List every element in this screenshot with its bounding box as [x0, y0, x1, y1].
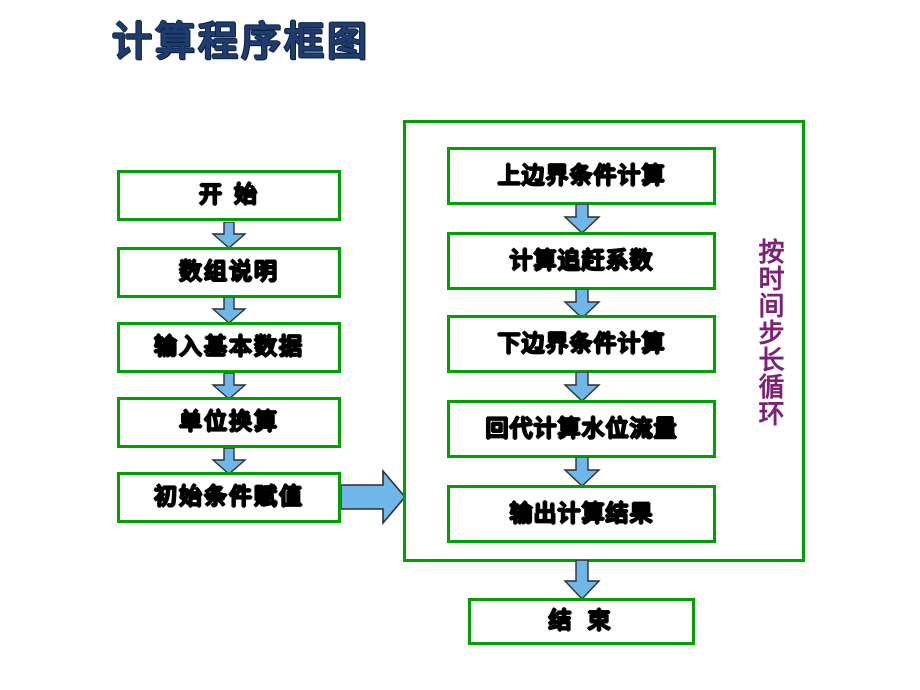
right-arrow-icon-1 — [341, 466, 407, 529]
down-arrow-icon-4 — [211, 448, 247, 475]
flow-box-chase-coef-label: 计算追赶系数 — [509, 247, 654, 274]
down-arrow-icon-9 — [563, 560, 601, 600]
flow-box-end-label: 结 束 — [548, 608, 615, 634]
flow-box-upper-bc[interactable]: 上边界条件计算 — [447, 147, 716, 205]
time-step-loop-container — [403, 120, 805, 562]
flow-box-array-decl[interactable]: 数组说明 — [117, 247, 341, 298]
down-arrow-icon-3 — [211, 373, 247, 400]
down-arrow-icon-8 — [563, 457, 601, 487]
flow-box-start-label: 开 始 — [198, 182, 259, 208]
flow-box-lower-bc[interactable]: 下边界条件计算 — [447, 315, 716, 373]
flow-box-unit-conv-label: 单位换算 — [179, 409, 279, 435]
flow-box-input-data-label: 输入基本数据 — [154, 334, 304, 360]
down-arrow-icon-7 — [563, 372, 601, 402]
flow-box-back-subst[interactable]: 回代计算水位流量 — [447, 400, 716, 458]
flow-box-input-data[interactable]: 输入基本数据 — [117, 322, 341, 373]
flow-box-chase-coef[interactable]: 计算追赶系数 — [447, 232, 716, 290]
flow-box-lower-bc-label: 下边界条件计算 — [497, 330, 666, 357]
loop-label: 按时间步长循环 — [754, 238, 784, 427]
flow-box-upper-bc-label: 上边界条件计算 — [497, 162, 666, 189]
page-title: 计算程序框图 — [112, 19, 370, 65]
flow-box-init-cond[interactable]: 初始条件赋值 — [117, 472, 341, 523]
flow-box-start[interactable]: 开 始 — [117, 170, 341, 221]
flow-box-array-decl-label: 数组说明 — [179, 259, 279, 285]
flow-box-output-label: 输出计算结果 — [509, 500, 654, 527]
flow-box-unit-conv[interactable]: 单位换算 — [117, 397, 341, 448]
flow-box-output[interactable]: 输出计算结果 — [447, 485, 716, 543]
down-arrow-icon-1 — [211, 222, 247, 249]
down-arrow-icon-2 — [211, 297, 247, 324]
down-arrow-icon-5 — [563, 204, 601, 234]
flow-box-back-subst-label: 回代计算水位流量 — [485, 415, 678, 442]
flow-box-end[interactable]: 结 束 — [468, 598, 695, 645]
down-arrow-icon-6 — [563, 289, 601, 319]
flow-box-init-cond-label: 初始条件赋值 — [154, 484, 304, 510]
